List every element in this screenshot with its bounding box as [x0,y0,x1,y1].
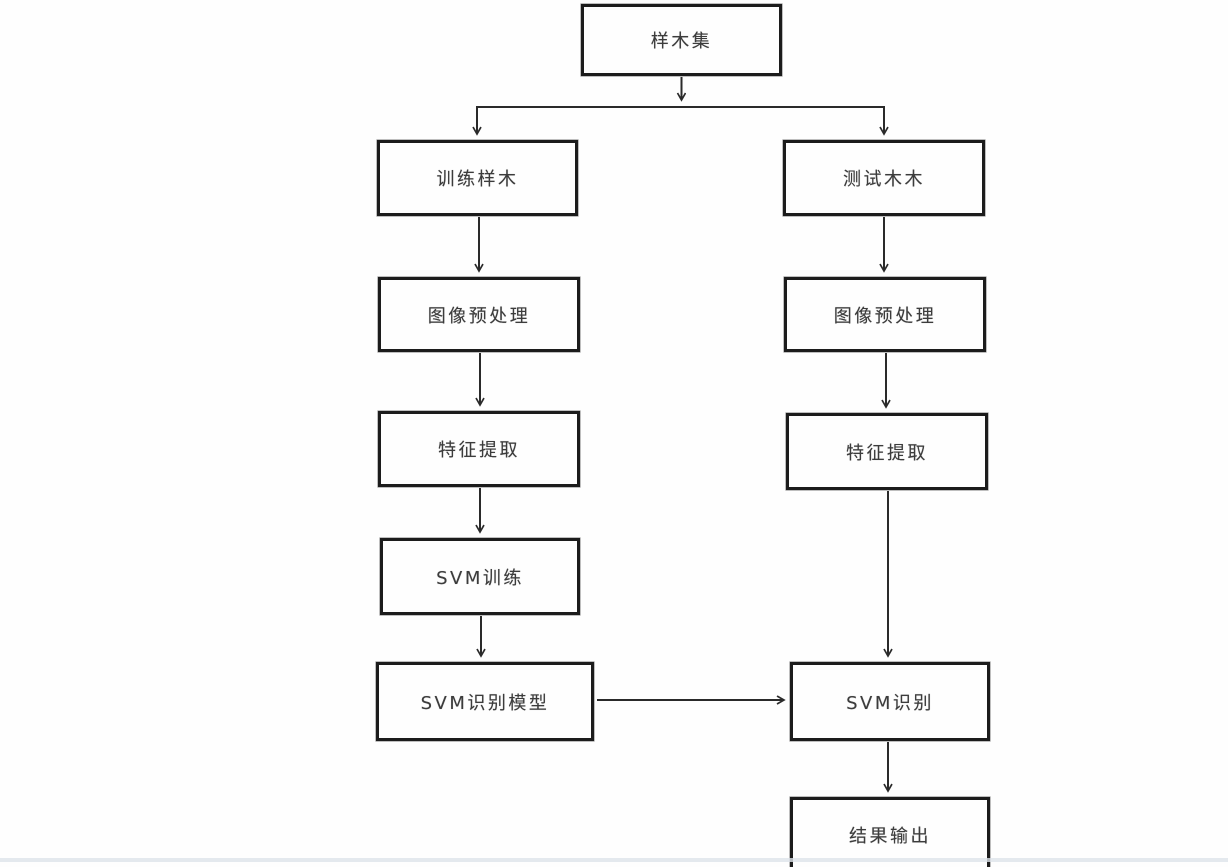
page-edge-line [0,858,1228,862]
node-result-output: 结果输出 [790,797,990,867]
node-svm-model: SVM识别模型 [376,662,594,741]
node-preprocess-train: 图像预处理 [378,277,580,352]
node-preprocess-test: 图像预处理 [784,277,986,352]
node-sample-set: 样木集 [581,4,782,76]
node-test-samples: 测试木木 [783,140,985,216]
node-training-samples: 训练样木 [377,140,578,216]
node-feature-test: 特征提取 [786,413,988,490]
node-svm-training: SVM训练 [380,538,580,615]
node-svm-recognition: SVM识别 [790,662,990,741]
node-feature-train: 特征提取 [378,411,580,487]
